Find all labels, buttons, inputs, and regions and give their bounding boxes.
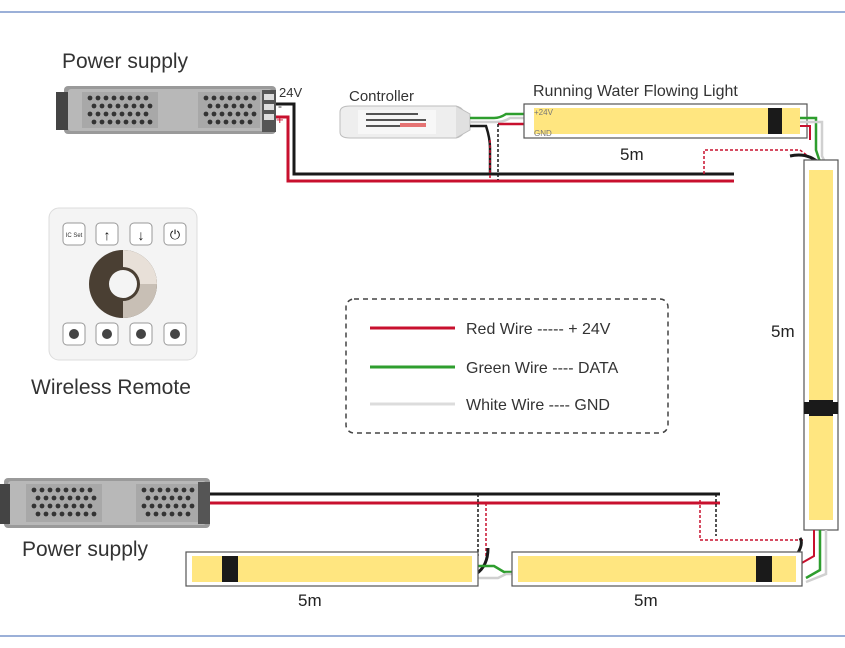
- led-strip-bottom-right: [511, 551, 803, 587]
- voltage-label: 24V: [279, 85, 302, 100]
- top-black-wire: [276, 102, 734, 176]
- minus-sign: -: [278, 99, 282, 113]
- length-label-right: 5m: [771, 322, 795, 341]
- led-strip-bottom-left: [185, 551, 479, 587]
- legend-item-white: White Wire ---- GND: [466, 397, 610, 414]
- length-label-bottom-right: 5m: [634, 591, 658, 610]
- power-supply-top: [56, 86, 276, 134]
- controller-label: Controller: [349, 88, 414, 105]
- controller-green-wire: [470, 112, 530, 120]
- plus-sign: +: [276, 112, 284, 127]
- led-strip-right: [803, 159, 839, 531]
- controller-device: [339, 105, 471, 139]
- controller-black-wire: [470, 124, 492, 174]
- controller-white-wire: [470, 116, 530, 124]
- pad-gnd-label: GND: [534, 129, 552, 138]
- top-red-wire: [276, 115, 734, 183]
- legend-item-green: Green Wire ---- DATA: [466, 360, 619, 377]
- remote-button-down: ↓: [138, 227, 145, 243]
- remote-button-power: ⏻: [170, 227, 180, 242]
- legend-item-red: Red Wire ----- + 24V: [466, 321, 611, 338]
- pad-plus24-label: +24V: [534, 108, 554, 117]
- power-supply-top-label: Power supply: [62, 50, 189, 73]
- remote-button-up: ↑: [104, 227, 111, 243]
- running-light-label: Running Water Flowing Light: [533, 83, 738, 100]
- wireless-remote: [48, 207, 198, 361]
- power-supply-bottom-label: Power supply: [22, 538, 149, 561]
- remote-button-ic-set: IC Set: [66, 233, 83, 239]
- length-label-bottom-left: 5m: [298, 591, 322, 610]
- legend-box: [345, 298, 669, 434]
- length-label-top: 5m: [620, 145, 644, 164]
- wireless-remote-label: Wireless Remote: [31, 376, 191, 399]
- led-strip-top: [523, 103, 808, 139]
- power-supply-bottom: [0, 478, 210, 528]
